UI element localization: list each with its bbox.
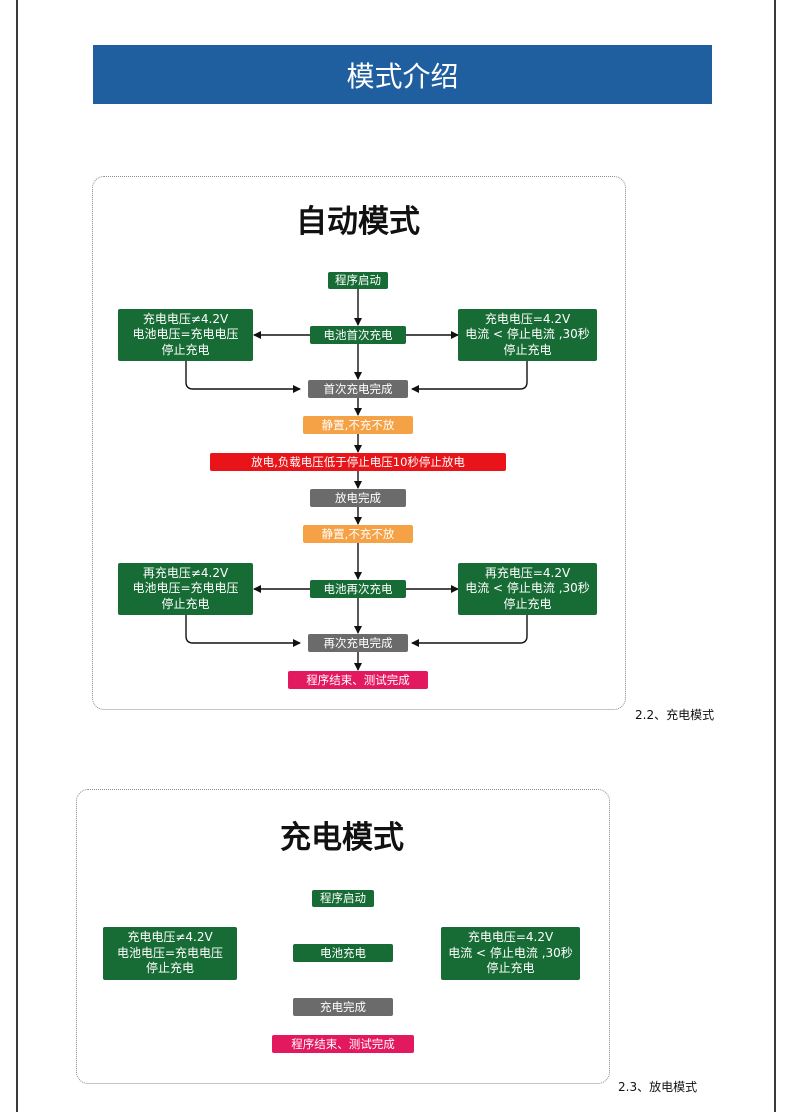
auto-start-box: 程序启动 — [328, 272, 388, 289]
auto-discharge-box: 放电,负载电压低于停止电压10秒停止放电 — [210, 453, 506, 471]
auto-mode-title: 自动模式 — [296, 204, 420, 240]
charge-right-box: 充电电压=4.2V 电流 < 停止电流 ,30秒 停止充电 — [441, 927, 580, 980]
auto-first-left-box: 充电电压≠4.2V 电池电压=充电电压 停止充电 — [118, 309, 253, 361]
auto-rest2-box: 静置,不充不放 — [303, 525, 413, 543]
auto-first-done-box: 首次充电完成 — [308, 380, 408, 398]
arrow-second-left-return — [185, 615, 301, 647]
auto-end-box: 程序结束、测试完成 — [288, 671, 428, 689]
page-right-border — [774, 0, 776, 1112]
charge-charge-box: 电池充电 — [293, 944, 393, 962]
arrow-first-right-return — [411, 361, 528, 393]
page-title-banner: 模式介绍 — [93, 45, 712, 104]
auto-second-right-box: 再充电压=4.2V 电流 < 停止电流 ,30秒 停止充电 — [458, 563, 597, 615]
auto-discharge-done-box: 放电完成 — [310, 489, 406, 507]
auto-first-right-box: 充电电压=4.2V 电流 < 停止电流 ,30秒 停止充电 — [458, 309, 597, 361]
page-left-border — [16, 0, 18, 1112]
charge-start-box: 程序启动 — [312, 890, 374, 907]
charge-mode-caption: 2.3、放电模式 — [618, 1080, 698, 1094]
arrow-first-left-return — [185, 361, 301, 393]
auto-second-done-box: 再次充电完成 — [308, 634, 408, 652]
charge-done-box: 充电完成 — [293, 998, 393, 1016]
auto-second-left-box: 再充电压≠4.2V 电池电压=充电电压 停止充电 — [118, 563, 253, 615]
arrow-second-right-return — [411, 615, 528, 647]
auto-first-charge-box: 电池首次充电 — [310, 326, 406, 344]
auto-rest1-box: 静置,不充不放 — [303, 416, 413, 434]
charge-end-box: 程序结束、测试完成 — [272, 1035, 414, 1053]
auto-second-charge-box: 电池再次充电 — [310, 580, 406, 598]
auto-mode-caption: 2.2、充电模式 — [635, 708, 715, 722]
auto-mode-card — [92, 176, 626, 710]
charge-left-box: 充电电压≠4.2V 电池电压=充电电压 停止充电 — [103, 927, 237, 980]
charge-mode-title: 充电模式 — [280, 820, 404, 856]
